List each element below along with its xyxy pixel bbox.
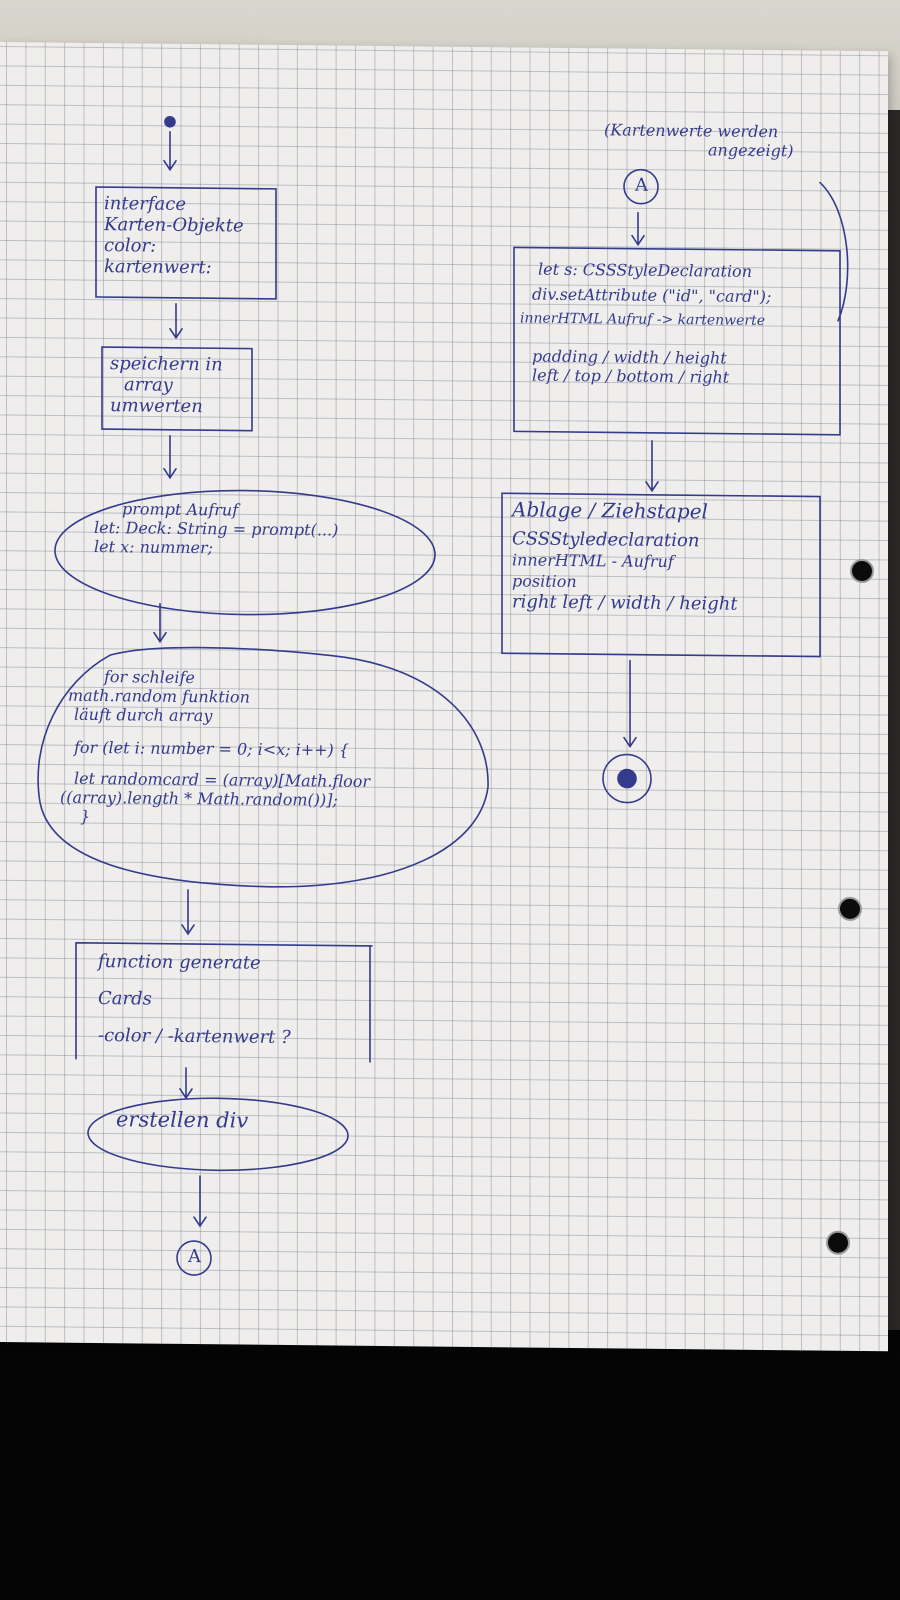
loop-line-right [819, 181, 849, 322]
box-speichern [101, 346, 253, 432]
oval-erstellen-div-text: erstellen div [116, 1107, 249, 1133]
connector-a-right [623, 168, 659, 205]
connector-a-left [176, 1240, 212, 1276]
rbox2-line-1: Ablage / Ziehstapel [512, 497, 708, 524]
box-speichern-line-1: speichern in [110, 353, 223, 376]
rbox2-line-5: right left / width / height [512, 591, 738, 615]
rbox2-line-3: innerHTML - Aufruf [512, 550, 674, 572]
box-interface-line-2: Karten-Objekte [104, 214, 244, 237]
oval-for-schleife-text: for schleife math.random funktion läuft … [60, 667, 370, 829]
rbox1-line-4: padding / width / height [532, 346, 727, 368]
oval-erstellen-div [87, 1097, 349, 1172]
rbox1-line-5: left / top / bottom / right [532, 365, 730, 387]
box-interface-line-1: interface [104, 193, 186, 215]
box-style-declaration-text: let s: CSSStyleDeclaration div.setAttrib… [520, 259, 771, 387]
box-interface-text: interface Karten-Objekte color: kartenwe… [104, 193, 244, 278]
box-ablage-text: Ablage / Ziehstapel CSSStyledeclaration … [512, 497, 738, 615]
start-node [164, 115, 176, 128]
rbox1-line-3: innerHTML Aufruf -> kartenwerte [520, 310, 765, 330]
arrow-rbox2-to-end [623, 659, 637, 749]
oval-for-line-3: läuft durch array [74, 704, 213, 726]
note-line-2: angezeigt) [708, 140, 794, 161]
arrow-oval3-to-connector [193, 1175, 207, 1228]
rbox2-line-2: CSSStyledeclaration [512, 528, 700, 552]
box-interface-line-4: kartenwert: [104, 256, 212, 279]
oval-for-line-6: ((array).length * Math.random())]; [60, 787, 338, 810]
arrow-oval1-to-oval2 [153, 602, 167, 644]
connector-a-right-label: A [635, 174, 648, 196]
box-generate-line-1: function generate [98, 951, 261, 974]
note-line-1: (Kartenwerte werden [604, 120, 779, 142]
oval-prompt-text: prompt Aufruf let: Deck: String = prompt… [94, 499, 338, 559]
note-kartenwerte: (Kartenwerte werden angezeigt) [604, 120, 793, 160]
arrow-start-to-box1 [163, 130, 177, 172]
box-generate-cards [75, 941, 373, 1063]
box-generate-line-2: Cards [98, 988, 152, 1010]
arrow-rbox1-to-rbox2 [645, 440, 659, 493]
arrow-oval2-to-box3 [181, 889, 195, 936]
arrow-box3-to-oval3 [179, 1067, 193, 1100]
oval-for-line-4: for (let i: number = 0; i<x; i++) { [74, 737, 350, 760]
oval-prompt [54, 489, 436, 616]
end-node-outer [602, 753, 652, 804]
box-speichern-line-3: umwerten [110, 395, 203, 418]
rbox1-line-2: div.setAttribute ("id", "card"); [532, 284, 772, 307]
box-speichern-line-2: array [124, 374, 173, 396]
arrow-box2-to-oval1 [163, 434, 177, 480]
box-generate-cards-text: function generate Cards -color / -karten… [98, 951, 291, 1048]
oval-prompt-line-1: prompt Aufruf [122, 499, 239, 520]
oval-for-line-7: } [80, 806, 91, 826]
end-node-inner [617, 768, 637, 789]
oval-prompt-line-2: let: Deck: String = prompt(...) [94, 517, 339, 540]
box-ablage-ziehstapel [501, 492, 821, 658]
oval-for-schleife [37, 646, 489, 888]
rbox1-line-1: let s: CSSStyleDeclaration [538, 259, 752, 281]
connector-a-left-label: A [188, 1245, 201, 1268]
flowchart-drawing [37, 115, 849, 1276]
oval-prompt-line-3: let x: nummer; [94, 536, 214, 558]
box-style-declaration [513, 246, 841, 436]
box-generate-line-3: -color / -kartenwert ? [98, 1025, 291, 1049]
arrow-box1-to-box2 [169, 303, 183, 340]
box-interface [95, 186, 277, 300]
graph-paper-sheet: interface Karten-Objekte color: kartenwe… [0, 42, 888, 1352]
box-interface-line-3: color: [104, 235, 157, 257]
background-table [0, 1330, 900, 1600]
box-speichern-text: speichern in array umwerten [110, 353, 223, 417]
rbox2-line-4: position [512, 571, 577, 592]
arrow-connector-to-rbox1 [631, 211, 645, 247]
